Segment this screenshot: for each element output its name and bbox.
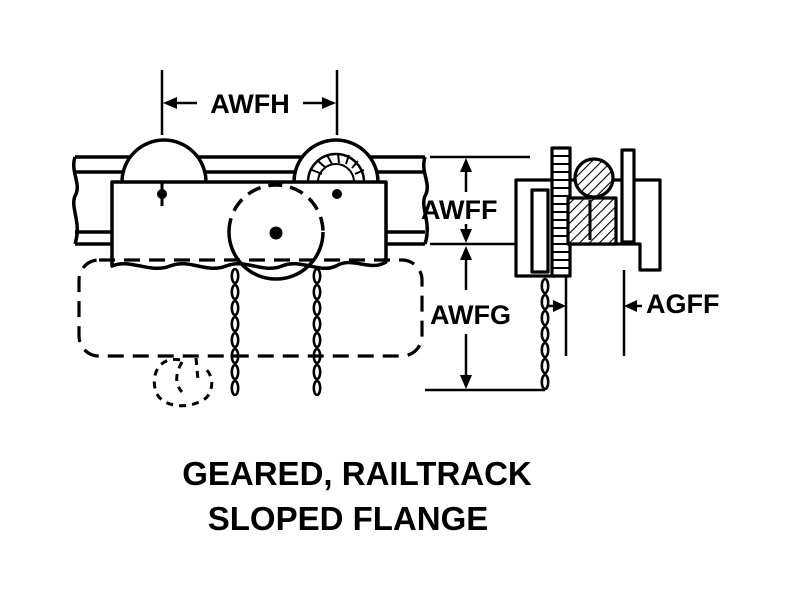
hand-chain-left (230, 267, 240, 397)
label-awff: AWFF (421, 195, 497, 225)
rail-flange (620, 148, 636, 244)
label-awfh: AWFH (210, 89, 289, 119)
trolley-side-plate (110, 180, 388, 271)
side-bracket (630, 178, 662, 272)
side-view (514, 146, 662, 391)
right-axle-dot (332, 189, 342, 199)
hook-hidden (152, 357, 214, 408)
front-view (72, 138, 429, 408)
label-awfg: AWFG (430, 300, 511, 330)
caption-line-2: SLOPED FLANGE (208, 500, 489, 537)
caption-line-1: GEARED, RAILTRACK (182, 455, 532, 492)
right-trolley-wheel (292, 138, 380, 183)
wheel-hub-hatched (573, 157, 615, 199)
hand-chain-wheel (227, 183, 325, 281)
hoist-body-hidden (77, 258, 424, 358)
axle-hatched (566, 196, 618, 246)
left-axle-dot (157, 189, 167, 199)
hand-wheel-plate (530, 188, 550, 274)
side-hand-chain (540, 277, 550, 391)
dimension-lines (160, 70, 642, 392)
left-trolley-wheel (120, 138, 208, 183)
hand-chain-right (312, 267, 322, 397)
label-agff: AGFF (646, 289, 720, 319)
